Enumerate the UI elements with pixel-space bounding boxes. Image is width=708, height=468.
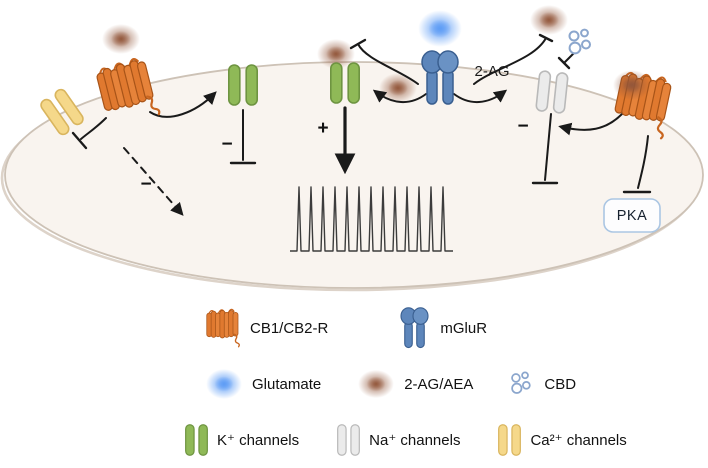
- dashed-inhibition-arrow: [123, 147, 184, 216]
- tbar-line-left-2ag: [357, 43, 419, 85]
- cell-membrane: [4, 61, 704, 289]
- legend-item-glutamate: Glutamate: [205, 368, 321, 400]
- legend-label-cb1: CB1/CB2-R: [250, 319, 329, 337]
- arrow-cb1-to-na: [558, 113, 623, 136]
- signaling-arrows: [71, 33, 652, 216]
- glutamate-blur: [418, 10, 462, 47]
- plus-sign: +: [317, 118, 328, 139]
- legend-row-ligands: Glutamate 2-AG/AEA CBD: [0, 362, 708, 406]
- legend-item-aea: 2-AG/AEA: [357, 368, 473, 400]
- legend-item-ca-channels: Ca²⁺ channels: [498, 424, 627, 456]
- minus-sign-na: −: [517, 116, 528, 137]
- glutamate-icon: [206, 368, 242, 400]
- action-potential-trace: [290, 186, 453, 252]
- minus-sign-k: −: [221, 134, 232, 155]
- legend-label-na-channels: Na⁺ channels: [369, 432, 461, 449]
- cbd-molecules: [568, 28, 591, 55]
- legend-item-k-channels: K⁺ channels: [185, 424, 299, 456]
- inhibit-cap-cbd-na: [557, 56, 571, 70]
- tbar-cap-right-2ag: [538, 33, 554, 43]
- legend-label-k-channels: K⁺ channels: [217, 432, 300, 449]
- mglur-receptor-icon: [400, 307, 429, 349]
- legend-item-cb1: CB1/CB2-R: [205, 308, 328, 348]
- legend-row-channels: K⁺ channels Na⁺ channels Ca²⁺ channels: [0, 418, 708, 462]
- pka-label: PKA: [617, 208, 648, 224]
- inhibit-line-ca-channel: [80, 117, 107, 140]
- pka-box: PKA: [603, 198, 661, 233]
- two-ag-label: 2-AG: [474, 63, 509, 80]
- legend: CB1/CB2-R mGluR Glutamate 2-AG/AEA CBD: [0, 292, 708, 468]
- legend-label-glutamate: Glutamate: [252, 375, 322, 393]
- endocannabinoid-blur-4: [530, 5, 568, 35]
- endocannabinoid-blur-1: [102, 24, 140, 54]
- arrow-mglur-right: [453, 89, 508, 103]
- legend-label-cbd: CBD: [544, 375, 577, 393]
- cbd-icon: [511, 371, 532, 394]
- inhibit-cap-ca-channel: [71, 131, 88, 150]
- legend-label-ca-channels: Ca²⁺ channels: [530, 432, 627, 449]
- cb1-cb2-receptor-icon: [206, 308, 241, 348]
- legend-item-mglur: mGluR: [398, 307, 487, 349]
- inhibit-line-pka: [637, 135, 649, 189]
- cell-diagram: 2-AG + − − − PKA: [0, 5, 704, 292]
- na-channel-icon: [337, 424, 361, 456]
- k-channel-icon: [185, 424, 208, 456]
- minus-sign-dashed: −: [140, 174, 151, 195]
- ca-channel-icon: [498, 424, 522, 456]
- tbar-line-right-2ag: [473, 37, 547, 85]
- tbar-cap-left-2ag: [349, 38, 367, 50]
- inhibit-line-na-channel: [544, 113, 552, 181]
- arrow-mglur-left: [372, 89, 427, 103]
- legend-item-na-channels: Na⁺ channels: [337, 424, 460, 456]
- endocannabinoid-blur-5: [613, 70, 651, 100]
- legend-label-aea: 2-AG/AEA: [404, 375, 474, 393]
- arrow-cb1-to-k-channel: [149, 91, 217, 118]
- legend-label-mglur: mGluR: [440, 319, 488, 337]
- two-ag-aea-icon: [358, 369, 395, 399]
- legend-row-receptors: CB1/CB2-R mGluR: [0, 306, 708, 350]
- legend-item-cbd: CBD: [509, 371, 576, 397]
